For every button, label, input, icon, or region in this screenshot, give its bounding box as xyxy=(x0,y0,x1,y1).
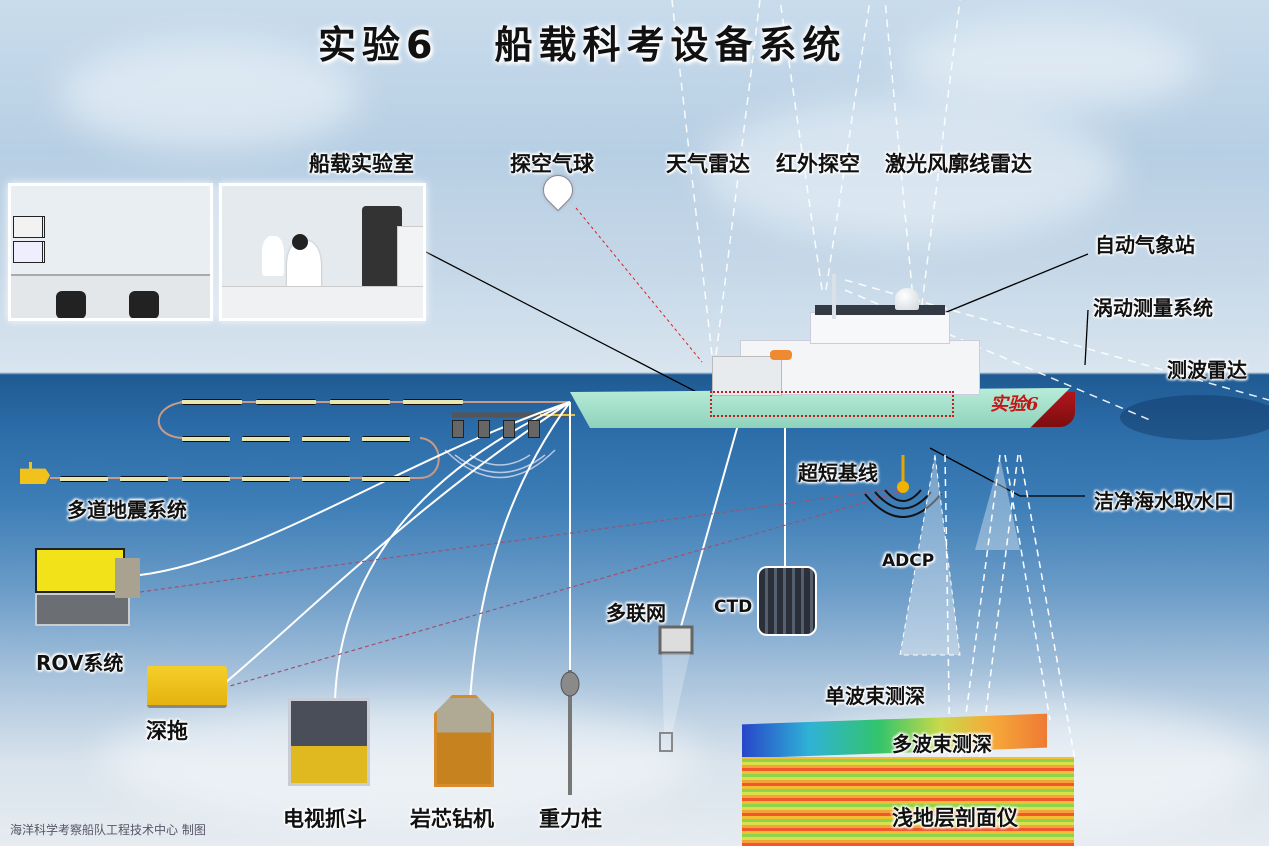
ship-mast xyxy=(832,274,836,319)
ship-name: 实验6 xyxy=(990,394,1039,415)
label-usbl: 超短基线 xyxy=(798,461,878,485)
ctd-rosette xyxy=(757,566,817,636)
label-rov: ROV系统 xyxy=(36,651,124,675)
label-multichannel-seismic: 多道地震系统 xyxy=(67,498,187,522)
rock-drill-image xyxy=(434,695,494,787)
rov-image xyxy=(35,548,140,628)
tv-grab-image xyxy=(288,698,370,786)
page-title: 实验6 船载科考设备系统 xyxy=(318,14,846,69)
label-auto-weather-station: 自动气象站 xyxy=(1095,233,1195,257)
label-sounding-balloon: 探空气球 xyxy=(510,152,594,176)
ship-aft-structure xyxy=(712,356,782,396)
radar-dome xyxy=(895,288,919,310)
label-lidar: 激光风廓线雷达 xyxy=(885,152,1032,176)
label-multinet: 多联网 xyxy=(606,601,666,625)
cloud xyxy=(900,20,1200,110)
sub-bottom-profile-image xyxy=(742,757,1074,846)
lifeboat xyxy=(770,350,792,360)
label-infrared-sounding: 红外探空 xyxy=(776,152,860,176)
label-multibeam: 多波束测深 xyxy=(892,732,992,756)
ship-upper-deck xyxy=(810,312,950,344)
cloud xyxy=(700,100,1120,240)
title-ship: 实验6 xyxy=(318,23,439,67)
label-seawater-intake: 洁净海水取水口 xyxy=(1094,489,1234,513)
label-sub-bottom-profiler: 浅地层剖面仪 xyxy=(892,806,1018,830)
label-wave-radar: 测波雷达 xyxy=(1167,358,1247,382)
research-vessel: 实验6 xyxy=(570,270,1080,455)
credit-footer: 海洋科学考察船队工程技术中心 制图 xyxy=(10,823,206,837)
label-gravity-corer: 重力柱 xyxy=(539,807,602,831)
label-single-beam: 单波束测深 xyxy=(825,684,925,708)
ship-bridge-windows xyxy=(815,305,945,315)
label-shipboard-lab: 船载实验室 xyxy=(309,152,414,176)
label-ctd: CTD xyxy=(714,597,753,617)
label-deep-tow: 深拖 xyxy=(146,719,188,743)
label-eddy-system: 涡动测量系统 xyxy=(1093,296,1213,320)
label-weather-radar: 天气雷达 xyxy=(666,152,750,176)
lab-location-marker xyxy=(710,391,954,417)
lab-photo-control-room xyxy=(8,183,213,321)
title-system: 船载科考设备系统 xyxy=(494,23,847,67)
label-rock-core-drill: 岩芯钻机 xyxy=(410,807,494,831)
cloud xyxy=(60,40,360,150)
lab-photo-wet-lab xyxy=(219,183,426,321)
deep-tow-image xyxy=(147,666,227,708)
cloud xyxy=(100,700,700,820)
label-tv-grab: 电视抓斗 xyxy=(283,807,367,831)
label-adcp: ADCP xyxy=(882,551,935,571)
